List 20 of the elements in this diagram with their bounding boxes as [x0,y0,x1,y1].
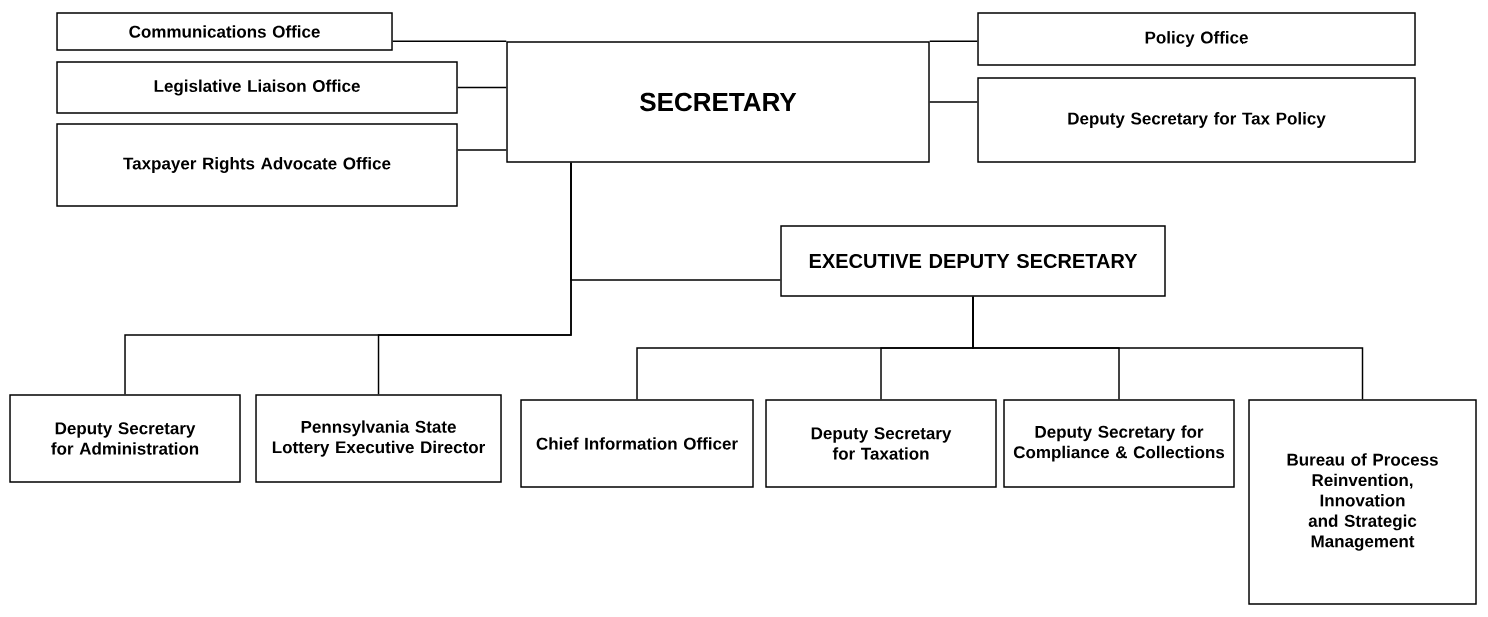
office-box: Pennsylvania State Lottery Executive Director [255,394,502,483]
executive-box: EXECUTIVE DEPUTY SECRETARY [780,225,1166,297]
office-box: Deputy Secretary for Taxation [765,399,997,488]
connector-line [457,86,507,89]
office-box: Deputy Secretary for Compliance & Collections [1003,399,1235,488]
office-box: Bureau of Process Reinvention, Innovation and Strategic Management [1248,399,1477,605]
connector-line [392,40,507,42]
connector-line [929,40,978,42]
connector-line [377,162,572,395]
secretary-box: SECRETARY [506,41,930,163]
office-box: Deputy Secretary for Tax Policy [977,77,1416,163]
connector-line [929,101,978,103]
connector-line [457,149,507,151]
office-box: Legislative Liaison Office [56,61,458,114]
office-box: Deputy Secretary for Administration [9,394,241,483]
connector-line [972,296,1364,400]
office-box: Policy Office [977,12,1416,66]
office-box: Chief Information Officer [520,399,754,488]
office-box: Communications Office [56,12,393,51]
office-box: Taxpayer Rights Advocate Office [56,123,458,207]
